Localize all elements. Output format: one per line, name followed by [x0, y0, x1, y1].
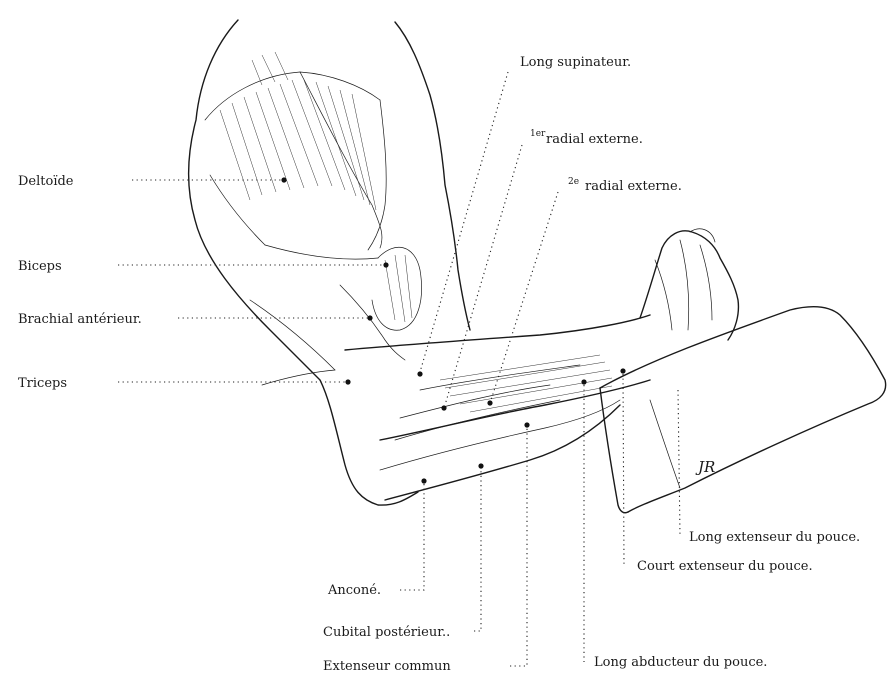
label-long-supinateur: Long supinateur.: [520, 55, 631, 70]
label-brachial-anterieur: Brachial antérieur.: [18, 312, 142, 327]
label-premier-radial: radial externe.: [546, 132, 643, 147]
artist-signature: JR: [695, 458, 715, 476]
brachial-marker: [367, 315, 372, 320]
cubital-leader: [474, 469, 481, 631]
triceps-marker: [345, 379, 350, 384]
premier-radial-marker: [441, 405, 446, 410]
leader-lines: [118, 72, 680, 666]
deltoide-marker: [281, 177, 286, 182]
extenseur-commun-marker: [524, 422, 529, 427]
second-radial-marker: [487, 400, 492, 405]
arm-drawing: JR: [189, 20, 886, 513]
labels: Long supinateur. 1er radial externe. 2e …: [18, 55, 860, 674]
label-long-extenseur-pouce: Long extenseur du pouce.: [689, 530, 860, 545]
label-second-radial-sup: 2e: [568, 177, 579, 187]
label-long-abducteur-pouce: Long abducteur du pouce.: [594, 655, 767, 670]
label-triceps: Triceps: [18, 376, 67, 391]
label-extenseur-commun: Extenseur commun: [323, 659, 451, 674]
long-supinateur-leader: [420, 72, 508, 372]
long-supinateur-marker: [417, 371, 422, 376]
long-abducteur-marker: [581, 379, 586, 384]
long-extenseur-leader: [678, 390, 680, 536]
second-radial-leader: [491, 192, 558, 400]
label-second-radial: radial externe.: [585, 179, 682, 194]
court-extenseur-marker: [620, 368, 625, 373]
label-cubital-posterieur: Cubital postérieur..: [323, 625, 450, 640]
biceps-marker: [383, 262, 388, 267]
label-premier-radial-sup: 1er: [530, 129, 546, 139]
ancone-marker: [421, 478, 426, 483]
court-extenseur-leader: [623, 374, 624, 566]
label-court-extenseur-pouce: Court extenseur du pouce.: [637, 559, 813, 574]
premier-radial-leader: [445, 145, 522, 405]
cubital-posterieur-marker: [478, 463, 483, 468]
label-deltoide: Deltoïde: [18, 174, 74, 189]
label-ancone: Anconé.: [327, 583, 381, 598]
label-biceps: Biceps: [18, 259, 62, 274]
